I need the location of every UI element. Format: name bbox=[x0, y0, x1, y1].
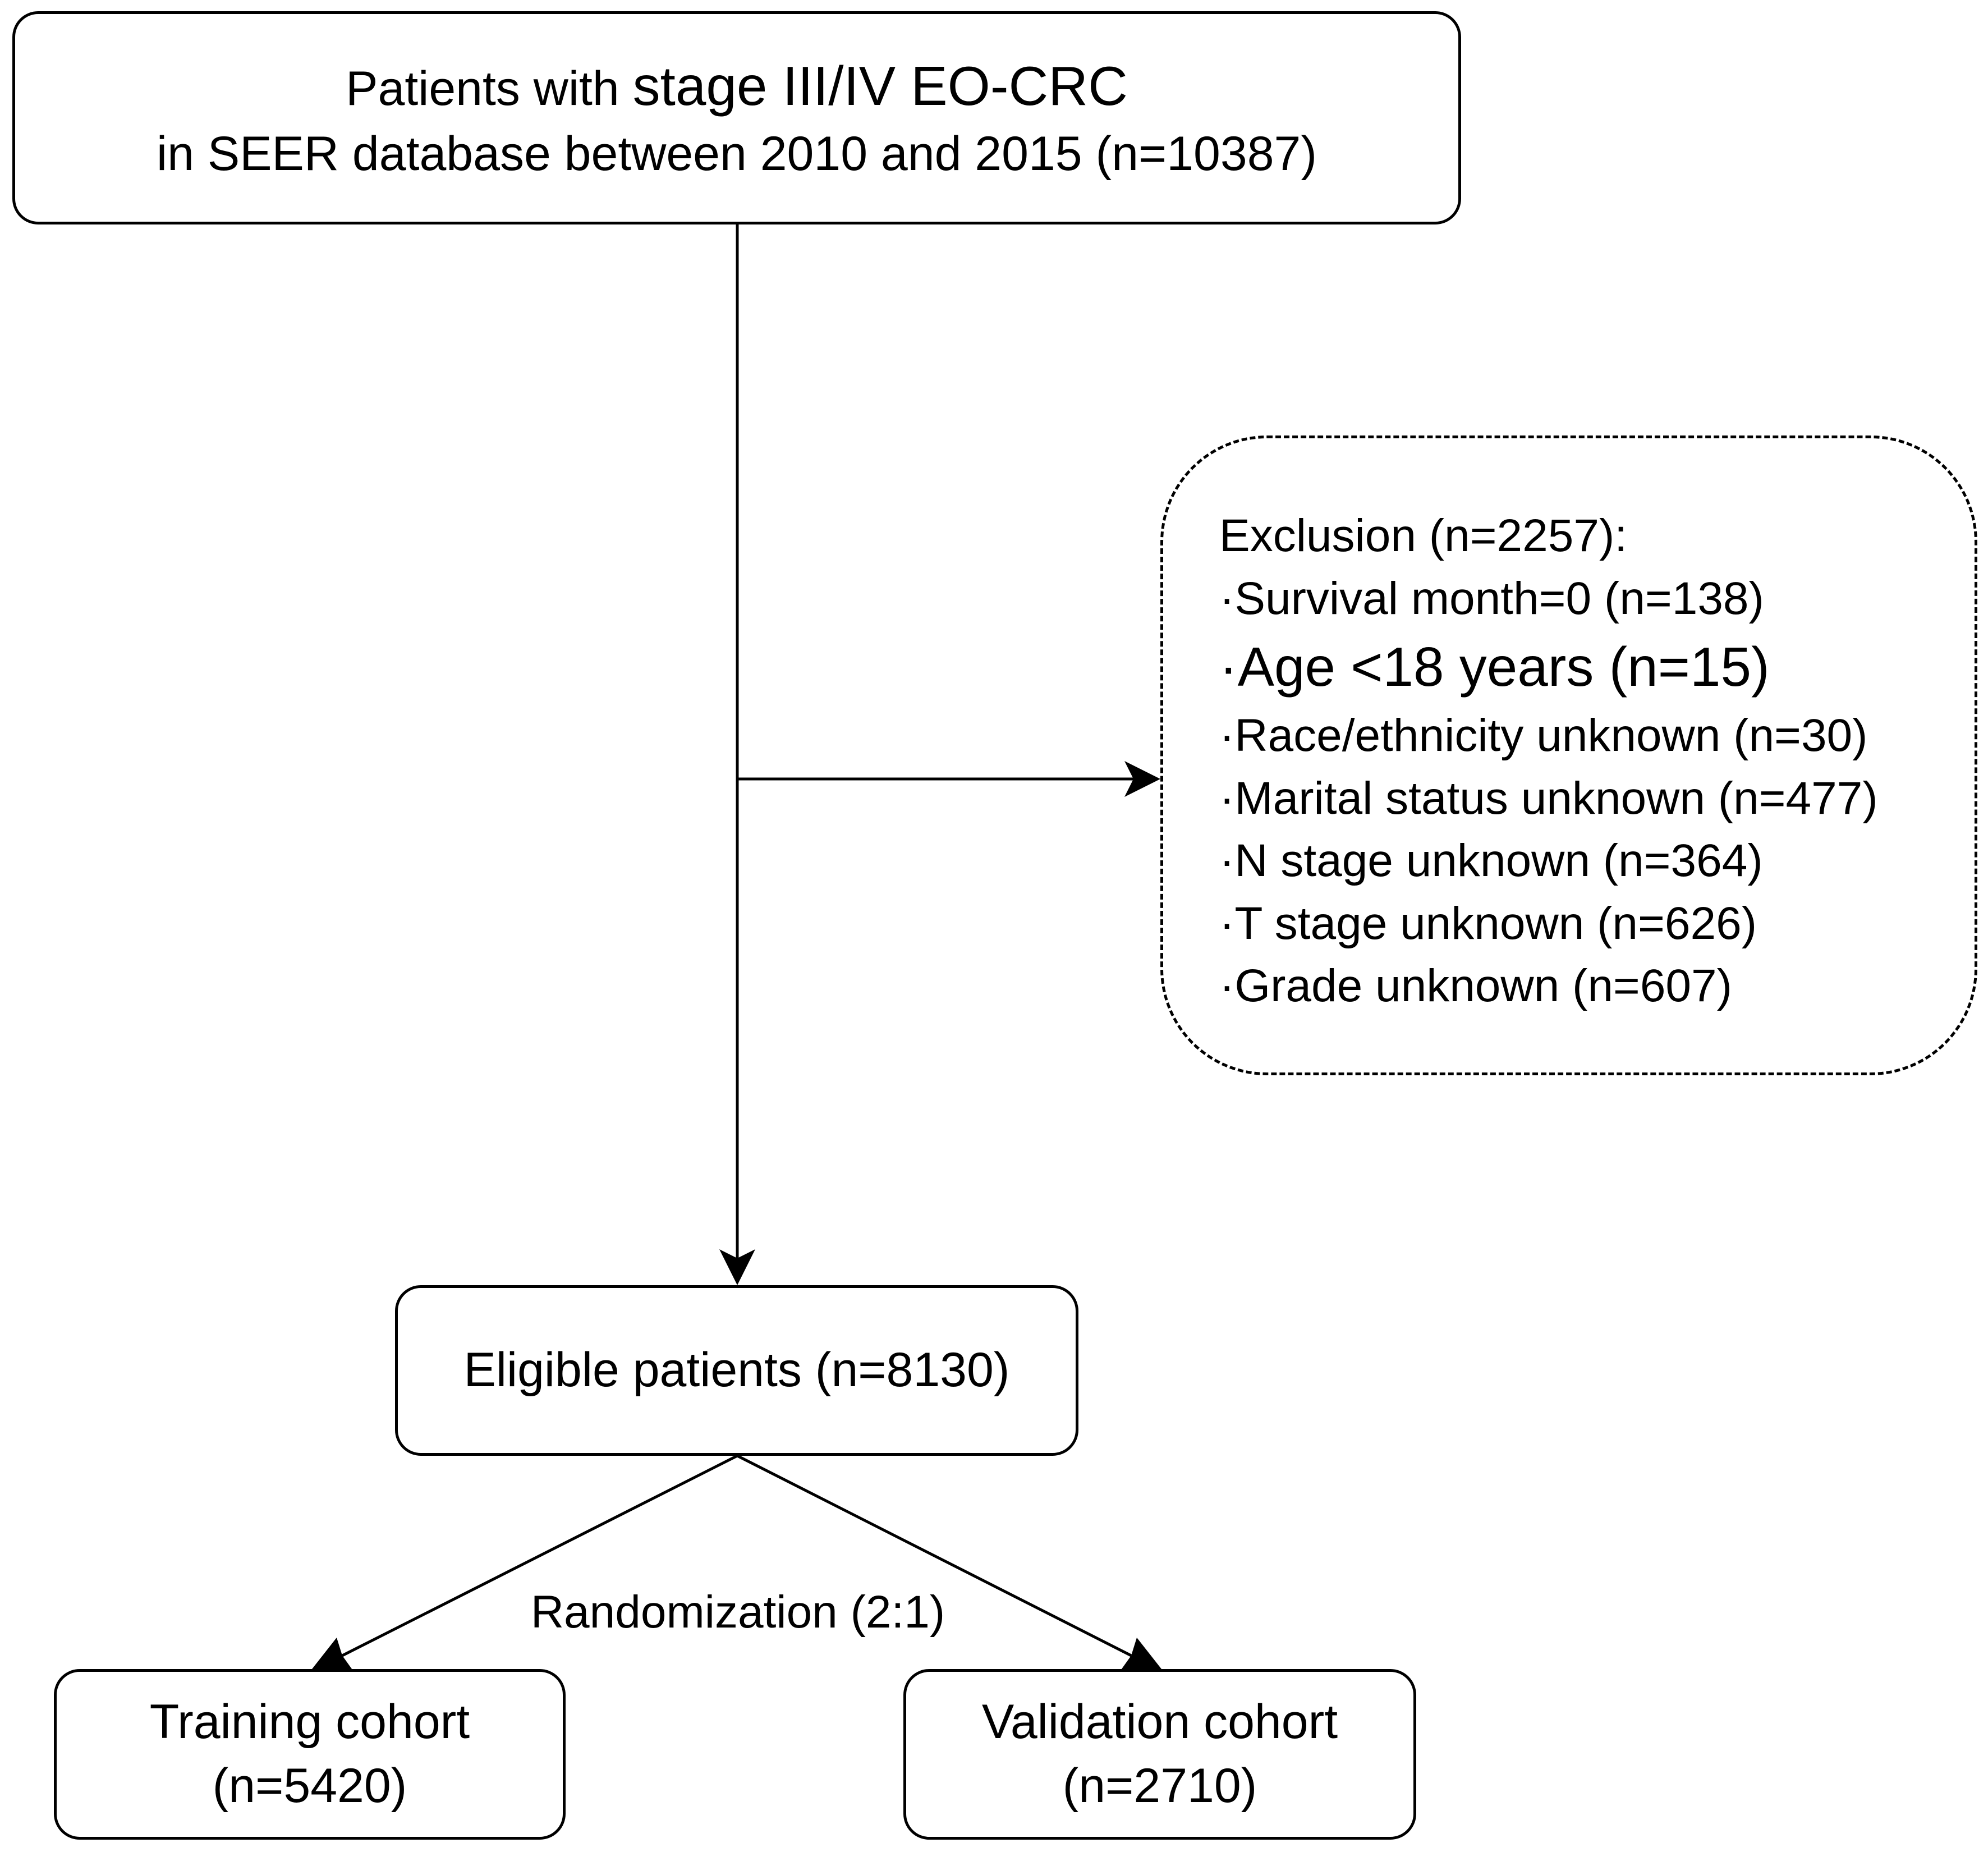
connector-eligible-to-validation bbox=[736, 1454, 1132, 1657]
exclusion-criteria-box: Exclusion (n=2257): ·Survival month=0 (n… bbox=[1160, 436, 1977, 1075]
exclusion-item-race: ·Race/ethnicity unknown (n=30) bbox=[1219, 704, 1975, 767]
bullet-icon: · bbox=[1219, 636, 1238, 698]
exclusion-item-label: T stage unknown (n=626) bbox=[1234, 897, 1757, 949]
exclusion-item-grade: ·Grade unknown (n=607) bbox=[1219, 955, 1975, 1017]
randomization-label: Randomization (2:1) bbox=[530, 1587, 945, 1638]
exclusion-item-label: Race/ethnicity unknown (n=30) bbox=[1234, 710, 1868, 762]
exclusion-item-marital: ·Marital status unknown (n=477) bbox=[1219, 767, 1975, 830]
training-cohort-title: Training cohort bbox=[149, 1695, 470, 1749]
source-population-box: Patients with stage III/IV EO-CRC in SEE… bbox=[12, 11, 1461, 224]
bullet-icon: · bbox=[1219, 772, 1235, 824]
training-cohort-box: Training cohort (n=5420) bbox=[54, 1669, 566, 1840]
exclusion-item-age: ·Age <18 years (n=15) bbox=[1219, 630, 1975, 704]
exclusion-item-t-stage: ·T stage unknown (n=626) bbox=[1219, 892, 1975, 955]
exclusion-item-survival: ·Survival month=0 (n=138) bbox=[1219, 567, 1975, 630]
arrowhead-to-eligible bbox=[719, 1249, 755, 1285]
connector-eligible-to-training bbox=[341, 1454, 738, 1657]
source-population-line-2: in SEER database between 2010 and 2015 (… bbox=[157, 126, 1317, 181]
exclusion-item-label: Survival month=0 (n=138) bbox=[1234, 572, 1764, 624]
source-population-stage: stage III/IV EO-CRC bbox=[632, 54, 1128, 117]
arrowhead-to-training bbox=[312, 1638, 353, 1671]
arrowhead-to-exclusion bbox=[1124, 761, 1160, 797]
exclusion-item-label: Age <18 years (n=15) bbox=[1237, 636, 1770, 698]
bullet-icon: · bbox=[1219, 897, 1235, 949]
exclusion-item-label: Grade unknown (n=607) bbox=[1234, 960, 1732, 1012]
validation-cohort-count: (n=2710) bbox=[1062, 1759, 1257, 1813]
exclusion-item-n-stage: ·N stage unknown (n=364) bbox=[1219, 829, 1975, 892]
bullet-icon: · bbox=[1219, 572, 1235, 624]
eligible-patients-label: Eligible patients (n=8130) bbox=[463, 1343, 1010, 1397]
bullet-icon: · bbox=[1219, 710, 1235, 762]
eligible-patients-box: Eligible patients (n=8130) bbox=[395, 1285, 1078, 1456]
bullet-icon: · bbox=[1219, 960, 1235, 1012]
validation-cohort-title: Validation cohort bbox=[981, 1695, 1338, 1749]
exclusion-item-label: Marital status unknown (n=477) bbox=[1234, 772, 1878, 824]
arrowhead-to-validation bbox=[1120, 1638, 1161, 1671]
exclusion-title: Exclusion (n=2257): bbox=[1219, 510, 1628, 561]
source-population-line-1: Patients with stage III/IV EO-CRC bbox=[346, 50, 1128, 122]
training-cohort-count: (n=5420) bbox=[212, 1759, 407, 1813]
validation-cohort-box: Validation cohort (n=2710) bbox=[903, 1669, 1416, 1840]
bullet-icon: · bbox=[1219, 835, 1235, 887]
exclusion-item-label: N stage unknown (n=364) bbox=[1234, 835, 1763, 887]
source-population-prefix: Patients with bbox=[346, 61, 633, 116]
